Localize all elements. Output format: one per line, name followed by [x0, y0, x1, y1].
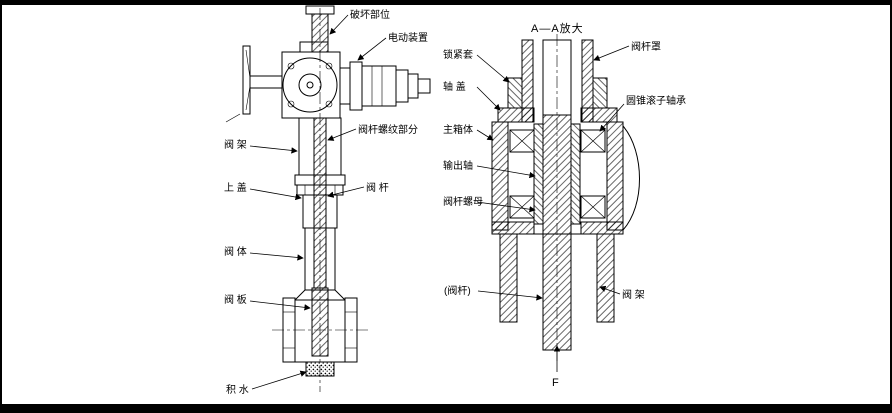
right-view-callouts: 阀杆罩 锁紧套 轴 盖 圆锥滚子轴承 主箱体 输出轴 阀杆螺母 (阀杆)	[443, 40, 686, 301]
callout-bonnet: 上 盖	[224, 181, 302, 201]
callout-lock-sleeve: 锁紧套	[443, 48, 510, 83]
label-stem-ref: (阀杆)	[444, 284, 471, 297]
label-yoke: 阀 架	[224, 138, 247, 151]
callout-yoke: 阀 架	[224, 138, 298, 154]
force-arrow: F	[552, 345, 561, 389]
label-yoke-right: 阀 架	[622, 288, 645, 301]
callout-stem: 阀 杆	[327, 181, 389, 198]
left-view-callouts: 破坏部位 电动装置 阀杆螺纹部分 阀 架 上 盖 阀 杆 阀 体 阀 板	[224, 8, 428, 396]
callout-main-housing: 主箱体	[443, 123, 494, 141]
right-view-drawing: A—A放大	[491, 21, 640, 389]
callout-stem-cover: 阀杆罩	[593, 40, 661, 61]
callout-stem-ref: (阀杆)	[444, 284, 543, 301]
label-bearing: 圆锥滚子轴承	[626, 94, 686, 107]
main-housing	[491, 121, 640, 235]
label-body: 阀 体	[224, 245, 247, 258]
label-stem-nut: 阀杆螺母	[443, 195, 483, 208]
lock-sleeve	[507, 77, 608, 109]
label-bonnet: 上 盖	[224, 181, 247, 194]
label-shaft-cover: 轴 盖	[443, 80, 466, 93]
stem-section	[542, 114, 572, 351]
callout-damage-site: 破坏部位	[329, 8, 390, 35]
label-main-housing: 主箱体	[443, 123, 473, 136]
label-damage-site: 破坏部位	[350, 8, 390, 21]
handwheel	[225, 45, 283, 123]
label-lock-sleeve: 锁紧套	[443, 48, 473, 61]
callout-shaft-cover: 轴 盖	[443, 80, 501, 111]
valve-gate-disc	[311, 287, 329, 357]
label-water: 积 水	[226, 384, 249, 396]
drawing-sheet	[2, 5, 890, 404]
tapered-roller-bearings	[509, 129, 606, 219]
label-stem-thread: 阀杆螺纹部分	[358, 123, 418, 136]
label-electric-actuator: 电动装置	[388, 31, 428, 44]
electric-motor	[339, 61, 431, 111]
callout-body: 阀 体	[224, 245, 304, 261]
left-view-drawing	[225, 5, 431, 392]
callout-yoke-right: 阀 架	[599, 285, 645, 301]
callout-output-shaft: 输出轴	[443, 159, 536, 179]
label-disc: 阀 板	[224, 293, 247, 306]
callout-electric-actuator: 电动装置	[357, 31, 428, 61]
label-stem-cover: 阀杆罩	[631, 40, 661, 53]
callout-disc: 阀 板	[224, 293, 311, 311]
callout-stem-thread: 阀杆螺纹部分	[327, 123, 418, 141]
valve-stem-threaded	[313, 117, 327, 289]
label-output-shaft: 输出轴	[443, 159, 473, 172]
label-force: F	[552, 377, 559, 389]
shaft-cover	[497, 107, 618, 123]
section-title: A—A放大	[531, 21, 584, 35]
callout-water: 积 水	[226, 370, 307, 396]
section-yoke	[492, 233, 623, 323]
label-stem: 阀 杆	[366, 181, 389, 194]
callout-bearing: 圆锥滚子轴承	[599, 94, 686, 132]
water-sump	[305, 361, 335, 377]
callout-stem-nut: 阀杆螺母	[443, 195, 536, 213]
